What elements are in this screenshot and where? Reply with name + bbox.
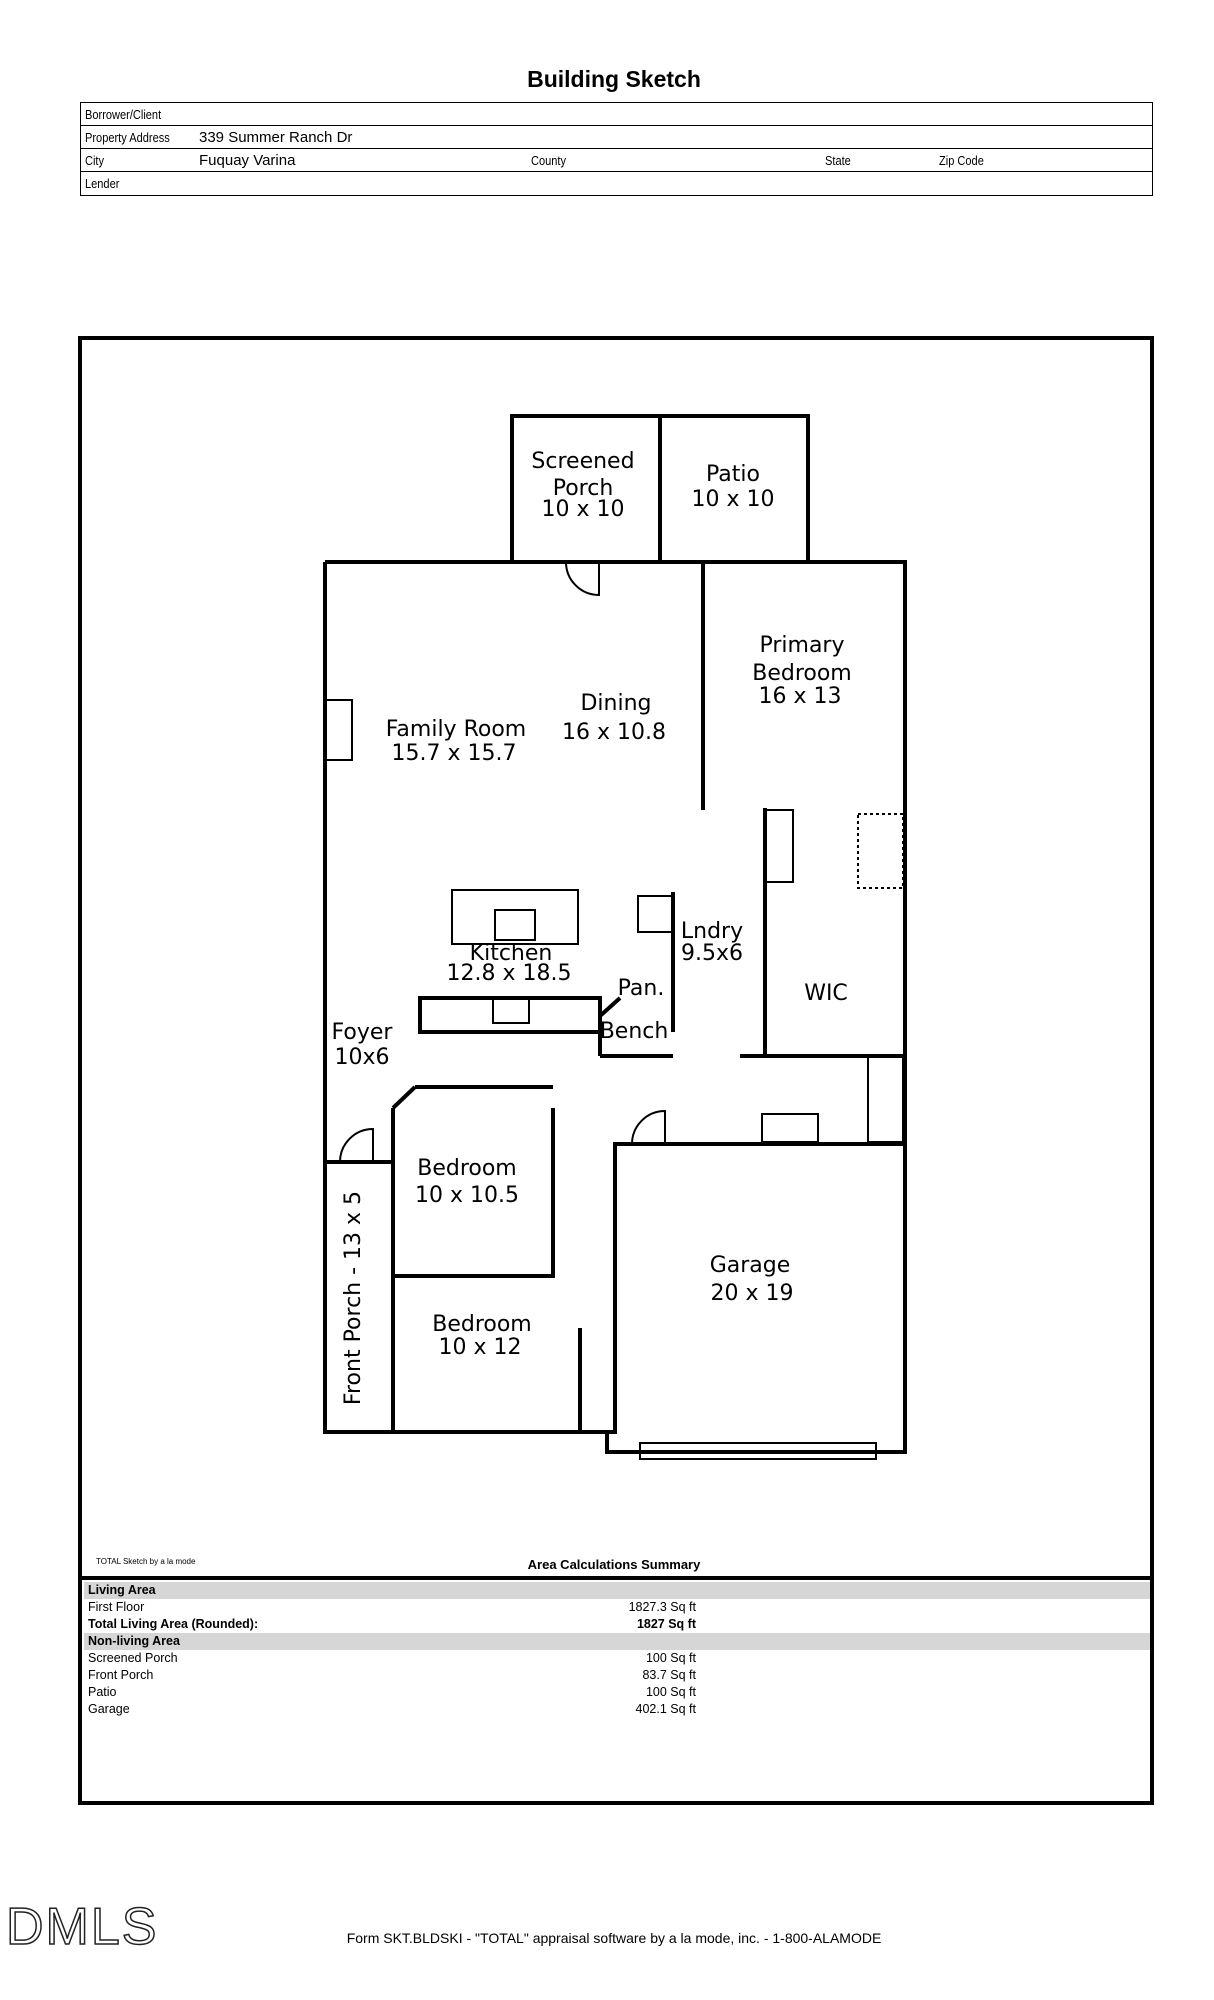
city-value: Fuquay Varina: [199, 152, 296, 169]
dining-dims: 16 x 10.8: [562, 720, 666, 745]
county-label: County: [531, 153, 567, 168]
dmls-watermark: DMLS: [5, 1897, 159, 1957]
living-area-heading-row: Living Area: [84, 1582, 1150, 1599]
patio-dims: 10 x 10: [692, 487, 775, 512]
primary-bedroom-label-2: Bedroom: [752, 661, 852, 686]
sketch-frame: [78, 336, 1154, 1805]
address-value: 339 Summer Ranch Dr: [199, 129, 353, 146]
city-row: City Fuquay Varina County State Zip Code: [81, 149, 1152, 172]
screened-porch-label-2: Porch: [553, 476, 614, 501]
garage-dims: 20 x 19: [711, 1281, 794, 1306]
non-living-value: 83.7 Sq ft: [642, 1668, 696, 1682]
foyer-dims: 10x6: [334, 1045, 389, 1070]
floor-plan: Screened Porch 10 x 10 Patio 10 x 10 Pri…: [323, 414, 907, 1460]
summary-row: Patio 100 Sq ft: [84, 1684, 1150, 1701]
non-living-value: 100 Sq ft: [645, 1685, 696, 1699]
summary-row: Total Living Area (Rounded): 1827 Sq ft: [84, 1616, 1150, 1633]
family-room-label: Family Room: [386, 717, 526, 742]
garage-label: Garage: [710, 1253, 791, 1278]
kitchen-label: Kitchen: [470, 941, 553, 966]
laundry-label: Lndry: [681, 919, 743, 944]
foyer-label: Foyer: [332, 1020, 394, 1045]
form-footer: Form SKT.BLDSKI - "TOTAL" appraisal soft…: [346, 1930, 882, 1946]
page-title: Building Sketch: [527, 66, 701, 92]
screened-porch-dims: 10 x 10: [542, 497, 625, 522]
non-living-value: 100 Sq ft: [645, 1651, 696, 1665]
total-living-label: Total Living Area (Rounded):: [88, 1617, 259, 1631]
borrower-row: Borrower/Client: [81, 103, 1152, 126]
summary-row: Garage 402.1 Sq ft: [84, 1701, 1150, 1718]
summary-row: Front Porch 83.7 Sq ft: [84, 1667, 1150, 1684]
wic-label: WIC: [804, 981, 848, 1006]
non-living-label: Garage: [88, 1702, 130, 1716]
property-info-table: Borrower/Client Property Address 339 Sum…: [80, 102, 1153, 196]
address-row: Property Address 339 Summer Ranch Dr: [81, 126, 1152, 149]
bedroom-1-dims: 10 x 10.5: [415, 1183, 519, 1208]
non-living-label: Patio: [88, 1685, 117, 1699]
dining-label: Dining: [580, 691, 651, 716]
summary-title: Area Calculations Summary: [527, 1557, 701, 1572]
non-living-heading-row: Non-living Area: [84, 1633, 1150, 1650]
non-living-value: 402.1 Sq ft: [635, 1702, 696, 1716]
area-summary-table: Living Area First Floor 1827.3 Sq ft Tot…: [84, 1582, 1150, 1718]
front-porch-label: Front Porch - 13 x 5: [341, 1191, 366, 1405]
summary-divider: [78, 1576, 1154, 1580]
summary-row: Screened Porch 100 Sq ft: [84, 1650, 1150, 1667]
primary-bedroom-dims: 16 x 13: [759, 684, 842, 709]
summary-row: First Floor 1827.3 Sq ft: [84, 1599, 1150, 1616]
screened-porch-label-1: Screened: [531, 449, 634, 474]
zip-label: Zip Code: [939, 153, 984, 168]
bedroom-2-label: Bedroom: [432, 1312, 532, 1337]
software-note: TOTAL Sketch by a la mode: [96, 1557, 196, 1566]
bench-label: Bench: [600, 1019, 669, 1044]
lender-row: Lender: [81, 172, 1152, 195]
patio-label: Patio: [706, 462, 760, 487]
family-room-dims: 15.7 x 15.7: [392, 741, 517, 766]
first-floor-value: 1827.3 Sq ft: [628, 1600, 696, 1614]
non-living-heading: Non-living Area: [88, 1634, 180, 1648]
bedroom-2-dims: 10 x 12: [439, 1335, 522, 1360]
city-label: City: [85, 153, 105, 168]
first-floor-label: First Floor: [88, 1600, 145, 1614]
non-living-label: Screened Porch: [88, 1651, 178, 1665]
borrower-label: Borrower/Client: [85, 107, 162, 122]
non-living-label: Front Porch: [88, 1668, 154, 1682]
laundry-dims: 9.5x6: [681, 941, 743, 966]
primary-bedroom-label-1: Primary: [759, 633, 844, 658]
pantry-label: Pan.: [618, 976, 665, 1001]
bedroom-1-label: Bedroom: [417, 1156, 517, 1181]
living-area-heading: Living Area: [88, 1583, 156, 1597]
address-label: Property Address: [85, 130, 170, 145]
kitchen-dims: 12.8 x 18.5: [447, 961, 572, 986]
total-living-value: 1827 Sq ft: [636, 1617, 696, 1631]
lender-label: Lender: [85, 176, 120, 191]
state-label: State: [825, 153, 851, 168]
